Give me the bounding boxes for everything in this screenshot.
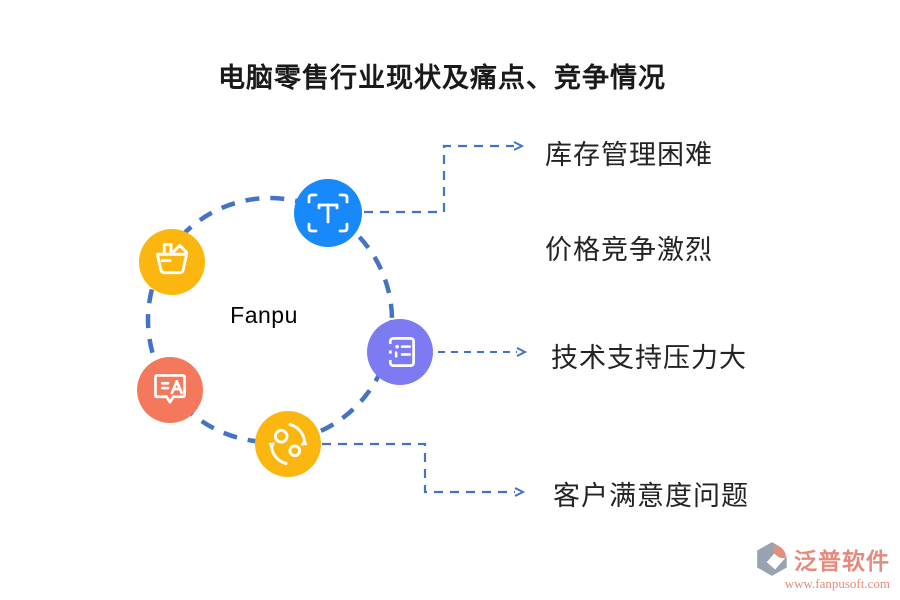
watermark-url: www.fanpusoft.com xyxy=(784,576,890,591)
center-brand-label: Fanpu xyxy=(230,302,298,328)
ticket-icon xyxy=(386,337,415,367)
connector-inventory xyxy=(364,141,525,214)
node-circle xyxy=(255,411,321,477)
node-circle xyxy=(367,319,433,385)
watermark-brand: 泛普软件 xyxy=(794,549,890,574)
node-circle xyxy=(137,357,203,423)
node-ticket xyxy=(367,319,433,385)
pain-point-price: 价格竞争激烈 xyxy=(545,235,713,265)
pain-point-support: 技术支持压力大 xyxy=(551,343,747,373)
text-scan-icon xyxy=(307,193,349,233)
node-basket xyxy=(139,229,205,295)
sync-arrowhead xyxy=(300,438,308,446)
connector-satisfaction xyxy=(322,442,526,497)
watermark: 泛普软件 www.fanpusoft.com xyxy=(754,541,890,592)
node-text-scan xyxy=(294,179,362,247)
node-sync xyxy=(255,411,321,477)
page-title: 电脑零售行业现状及痛点、竞争情况 xyxy=(218,63,666,93)
node-chat xyxy=(137,357,203,423)
translate-chat-icon xyxy=(154,374,186,404)
fanpu-logo-icon xyxy=(757,542,792,576)
shopping-basket-icon xyxy=(155,243,189,275)
pain-point-satisfaction: 客户满意度问题 xyxy=(553,481,749,511)
node-circle xyxy=(139,229,205,295)
sync-arrowhead xyxy=(268,442,276,450)
pain-point-inventory: 库存管理困难 xyxy=(545,140,713,170)
